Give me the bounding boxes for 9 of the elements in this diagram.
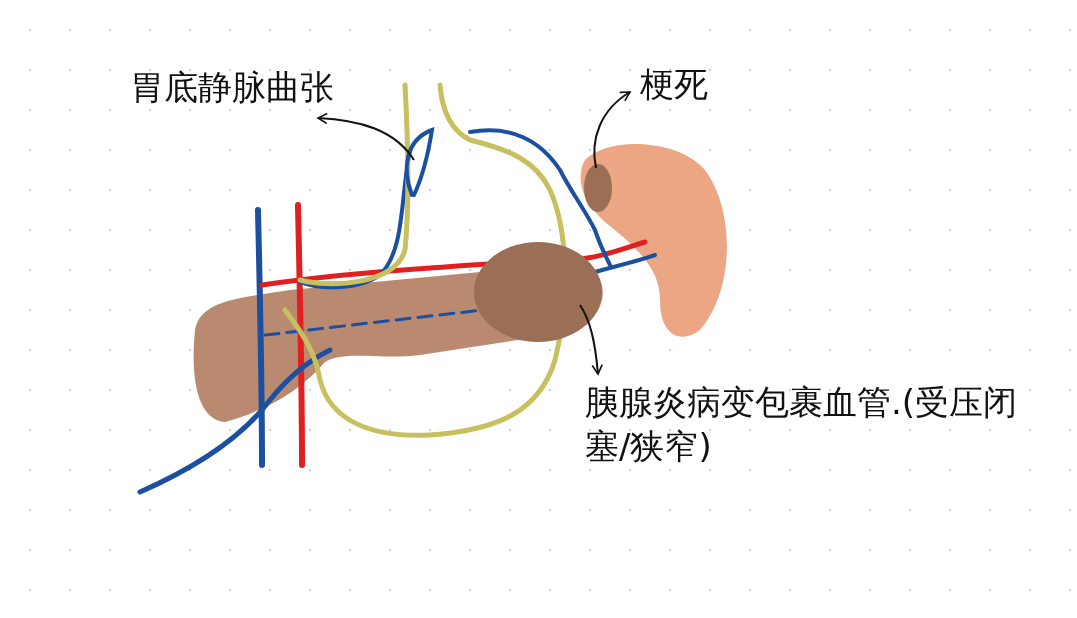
leader-arrow (593, 91, 631, 169)
pancreatic-lesion-mass (474, 242, 602, 342)
annotation-text: 梗死 (640, 62, 760, 107)
annotation-text: 胃底静脉曲张 (130, 65, 390, 110)
leader-arrow (579, 304, 603, 375)
varices-vein-drawing (404, 128, 434, 197)
leader-arrow (317, 112, 415, 161)
infarct-spot (584, 164, 612, 212)
annotation-text: 胰腺炎病变包裹血管.(受压闭塞/狭窄) (585, 380, 1025, 469)
